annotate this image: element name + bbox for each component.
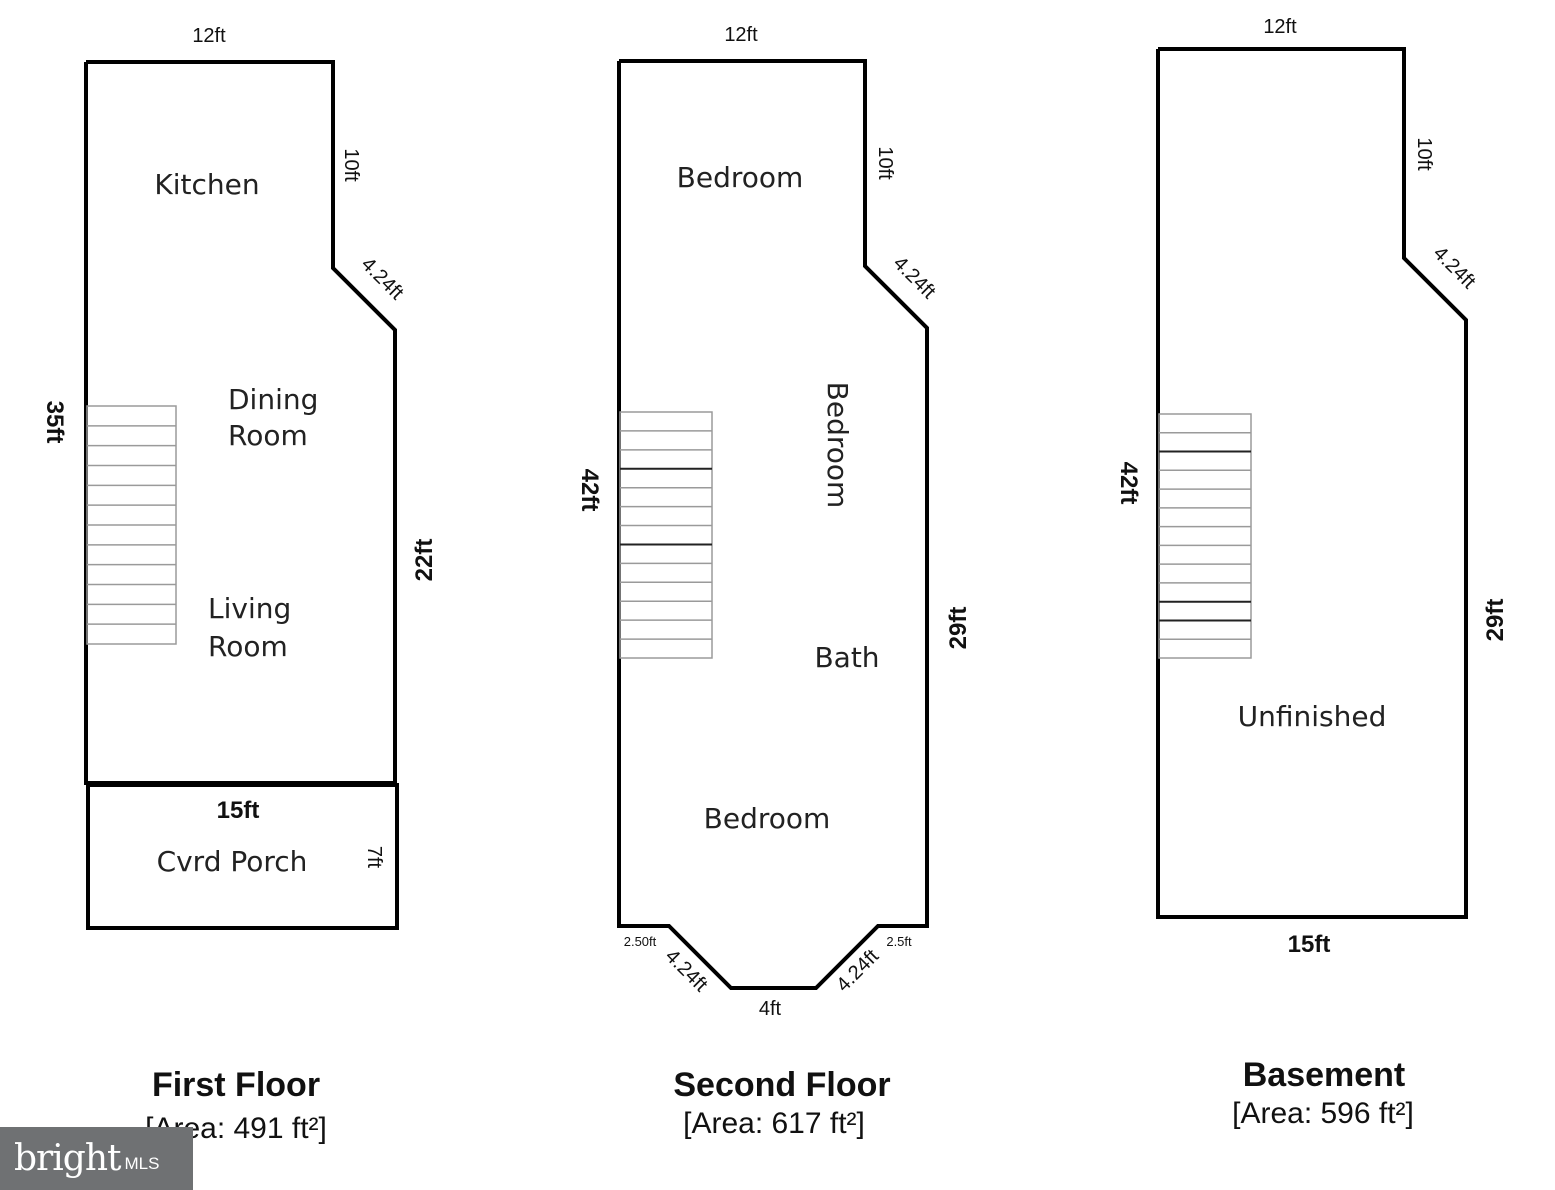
stair-outline: [1158, 413, 1252, 659]
first-floor-title: First Floor: [152, 1066, 320, 1104]
basement-title: Basement: [1243, 1056, 1406, 1094]
room-bedroom-rear: Bedroom: [704, 802, 831, 835]
porch-top-dimension: 15ft: [217, 797, 260, 824]
room-dining-line2: Room: [228, 419, 308, 452]
room-living-line2: Room: [208, 630, 288, 663]
first-floor-plan: 12ft 10ft 4.24ft 35ft 22ft 15ft 7ft Kitc…: [41, 25, 438, 1145]
basement-plan: 12ft 10ft 4.24ft 42ft 29ft 15ft Unfinish…: [1115, 16, 1509, 1130]
second-floor-bottom-left-diagonal-dimension: 4.24ft: [661, 945, 712, 996]
second-floor-title: Second Floor: [673, 1066, 890, 1104]
basement-top-dimension: 12ft: [1263, 16, 1297, 38]
room-unfinished: Unfinished: [1238, 700, 1387, 733]
second-floor-walls: [617, 59, 929, 990]
second-floor-right-dimension: 29ft: [945, 607, 972, 650]
stair-outline: [619, 411, 713, 659]
second-floor-bottom-right-diagonal-dimension: 4.24ft: [832, 945, 883, 996]
basement-bottom-dimension: 15ft: [1288, 931, 1331, 958]
first-floor-top-dimension: 12ft: [192, 25, 226, 47]
watermark-suffix: MLS: [124, 1153, 160, 1173]
first-floor-stairs: [86, 405, 177, 645]
room-bath: Bath: [814, 641, 879, 674]
basement-diagonal-dimension: 4.24ft: [1429, 242, 1480, 293]
second-floor-left-dimension: 42ft: [576, 469, 603, 512]
second-floor-upper-right-dimension: 10ft: [874, 146, 896, 180]
room-bedroom-middle: Bedroom: [821, 382, 854, 509]
porch-right-dimension: 7ft: [363, 846, 385, 869]
second-floor-top-dimension: 12ft: [724, 24, 758, 46]
room-dining-line1: Dining: [228, 383, 318, 416]
basement-stairs: [1158, 413, 1252, 659]
second-floor-bottom-dimension: 4ft: [759, 998, 782, 1020]
second-floor-bottom-right-short-dimension: 2.5ft: [886, 934, 912, 949]
basement-upper-right-dimension: 10ft: [1413, 137, 1435, 171]
room-kitchen: Kitchen: [154, 168, 259, 201]
basement-walls: [1156, 47, 1468, 919]
room-bedroom-front: Bedroom: [677, 161, 804, 194]
basement-left-dimension: 42ft: [1115, 462, 1142, 505]
covered-porch-walls: [86, 783, 399, 930]
room-covered-porch: Cvrd Porch: [157, 845, 308, 878]
second-floor-bottom-left-short-dimension: 2.50ft: [624, 934, 657, 949]
basement-area: [Area: 596 ft²]: [1232, 1097, 1414, 1130]
watermark-word: bright: [14, 1138, 121, 1179]
room-living-line1: Living: [208, 592, 291, 625]
second-floor-stairs: [619, 411, 713, 659]
bright-mls-watermark: bright MLS: [0, 1127, 193, 1190]
basement-right-dimension: 29ft: [1482, 599, 1509, 642]
second-floor-area: [Area: 617 ft²]: [683, 1107, 865, 1140]
first-floor-right-dimension: 22ft: [411, 539, 438, 582]
first-floor-left-dimension: 35ft: [41, 401, 68, 444]
first-floor-upper-right-dimension: 10ft: [340, 148, 362, 182]
second-floor-plan: 12ft 10ft 4.24ft 42ft 29ft 2.50ft 4.24ft…: [576, 24, 972, 1140]
